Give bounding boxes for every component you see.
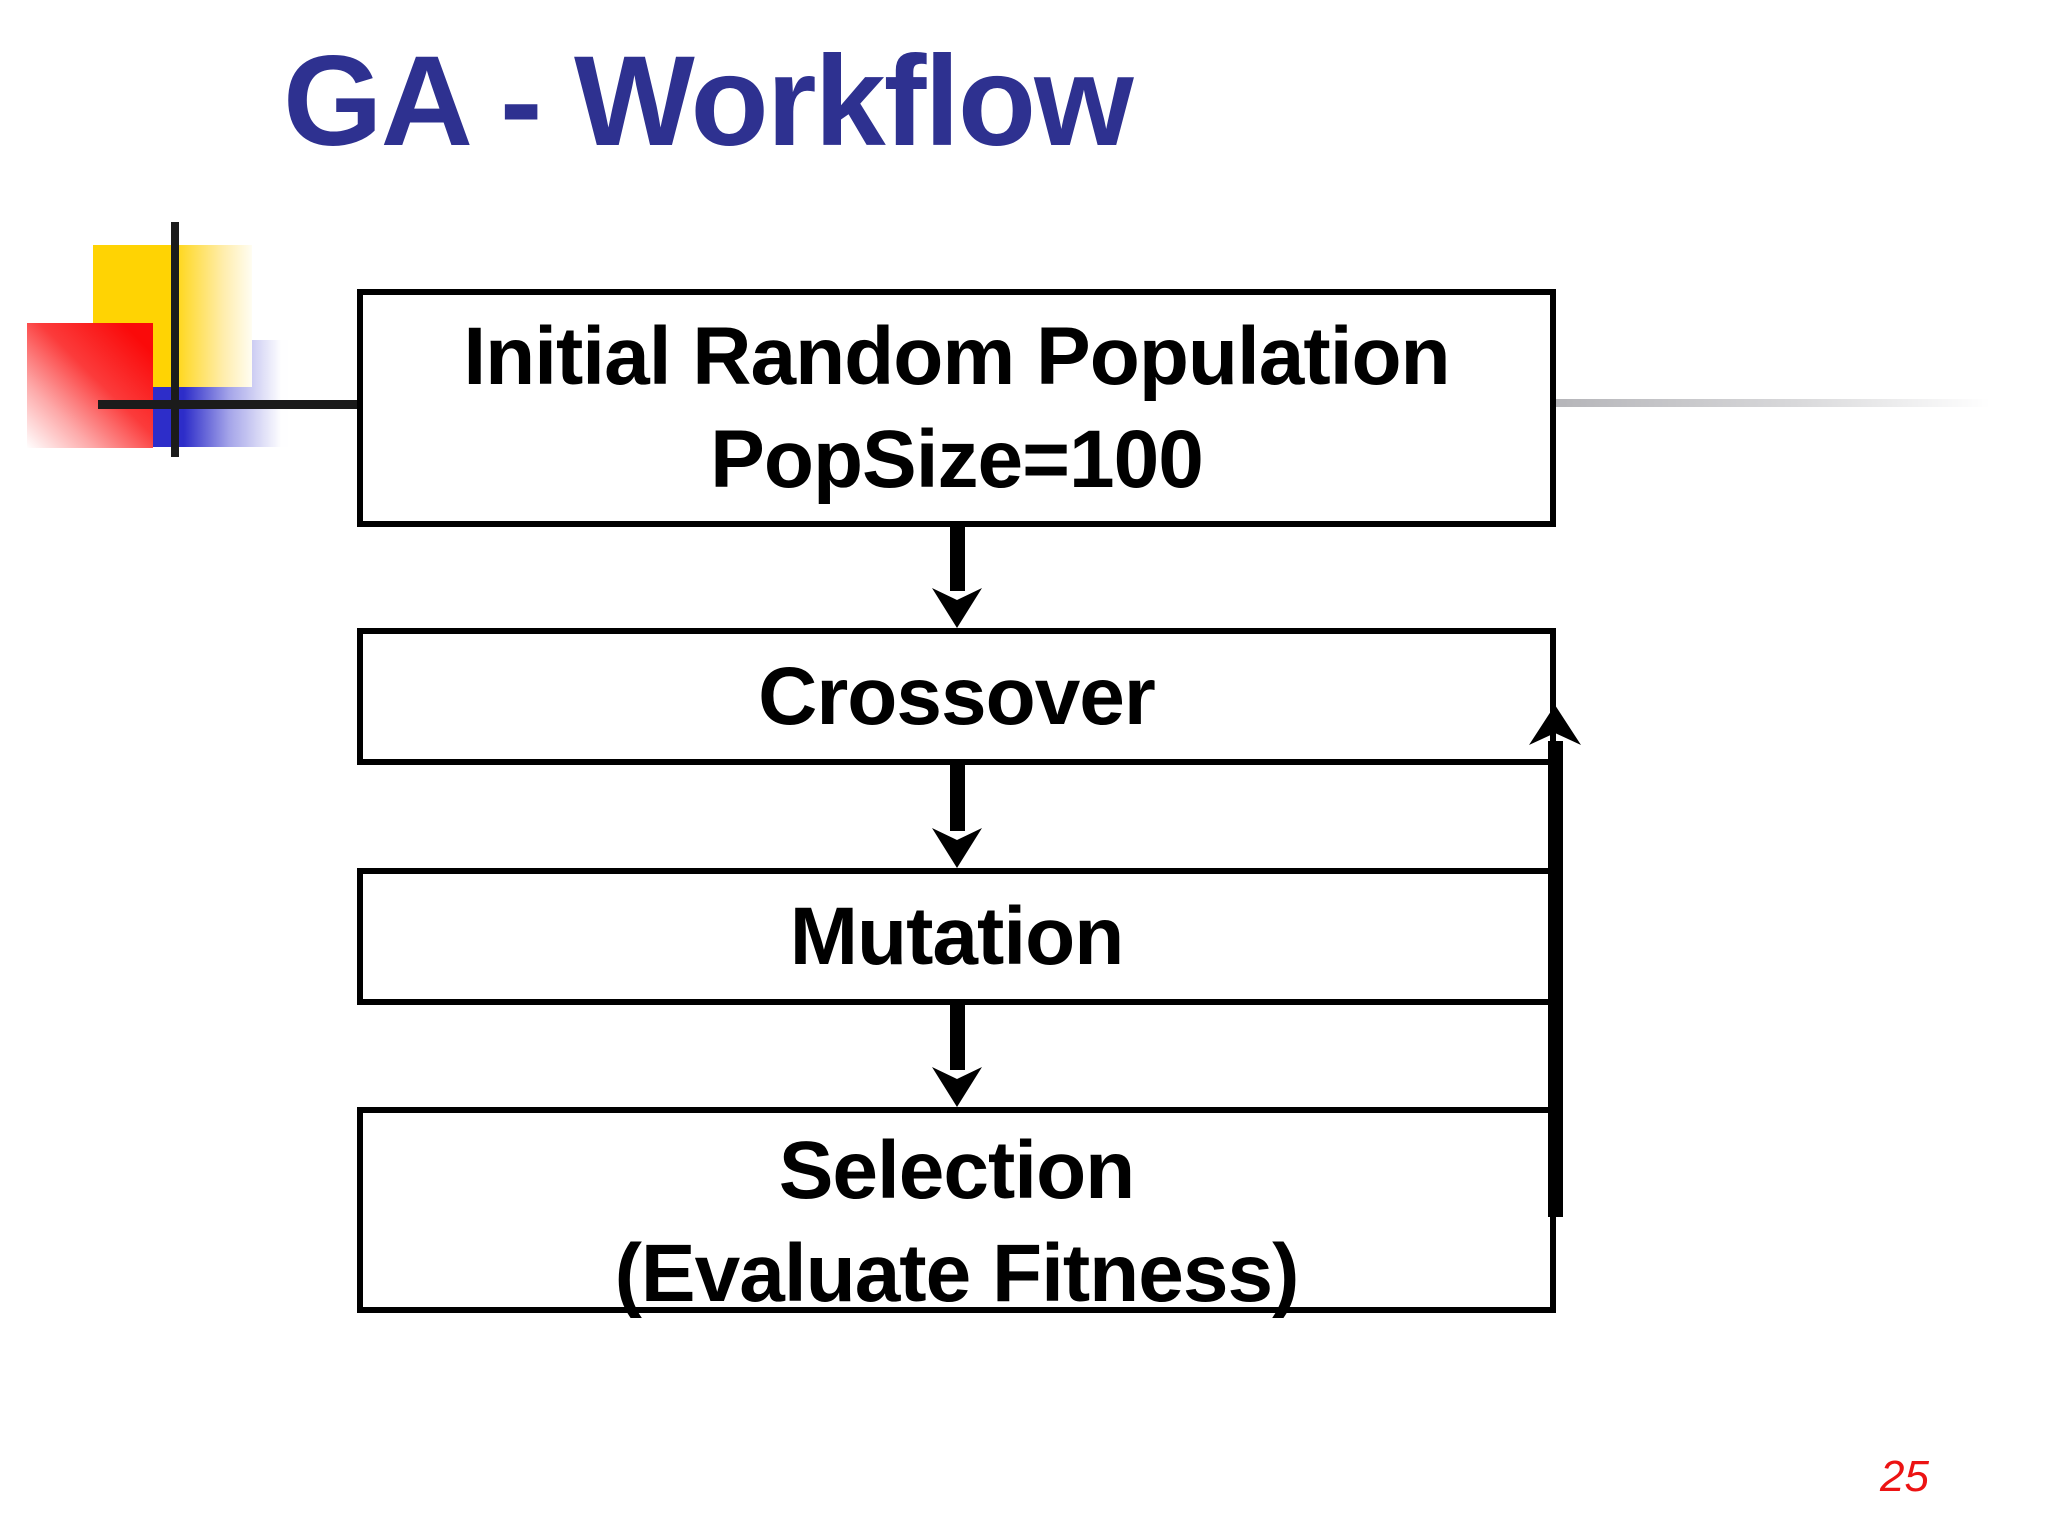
flow-box-crossover: Crossover (357, 628, 1556, 765)
arrow-shaft (950, 1005, 965, 1070)
flow-box-selection: Selection (Evaluate Fitness) (357, 1107, 1556, 1319)
box-line: Selection (778, 1124, 1136, 1216)
page-number: 25 (1880, 1452, 1929, 1501)
box-text: Selection (Evaluate Fitness) (614, 1119, 1300, 1326)
arrow-head-down-icon (932, 588, 982, 628)
box-line: (Evaluate Fitness) (614, 1228, 1300, 1319)
down-arrow-1 (932, 527, 982, 628)
down-arrow-3 (932, 1005, 982, 1107)
box-text: Crossover (758, 645, 1156, 748)
crosshair-vertical-line (171, 222, 179, 457)
arrow-head-up-icon (1529, 705, 1581, 745)
arrow-shaft (950, 527, 965, 591)
box-line: Initial Random Population (463, 310, 1450, 402)
red-square (27, 323, 153, 448)
accent-gray-line (1556, 399, 1990, 407)
box-text: Mutation (789, 885, 1125, 988)
flow-box-initial-population: Initial Random Population PopSize=100 (357, 289, 1556, 527)
flow-box-mutation: Mutation (357, 868, 1556, 1005)
feedback-arrow (1529, 705, 1581, 1217)
arrow-shaft (950, 765, 965, 831)
crosshair-horizontal-line (98, 400, 358, 409)
arrow-shaft (1548, 741, 1563, 1217)
box-text: Initial Random Population PopSize=100 (463, 305, 1450, 512)
box-line: Mutation (789, 890, 1125, 982)
box-line: Crossover (758, 650, 1156, 742)
down-arrow-2 (932, 765, 982, 868)
arrow-head-down-icon (932, 1067, 982, 1107)
slide-title: GA - Workflow (283, 30, 1134, 173)
box-line: PopSize=100 (710, 414, 1204, 505)
arrow-head-down-icon (932, 828, 982, 868)
